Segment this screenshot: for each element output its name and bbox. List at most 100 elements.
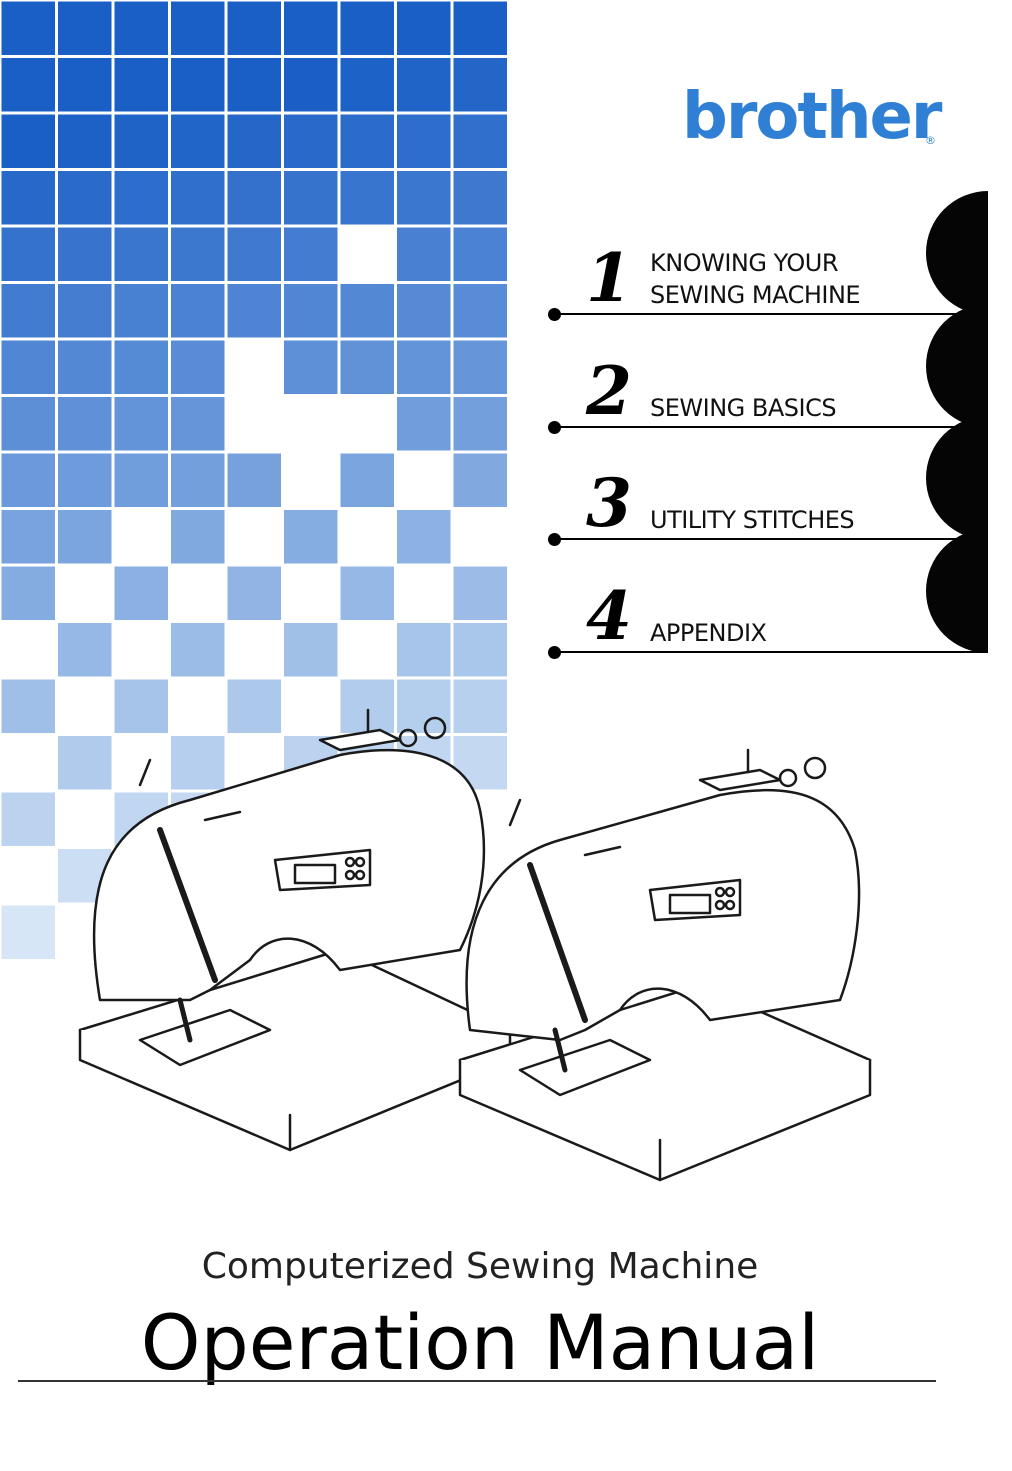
grid-tile: [227, 679, 281, 733]
grid-tile: [453, 566, 507, 620]
grid-tile: [397, 623, 451, 677]
grid-tile: [58, 58, 112, 112]
chapter-number: 1: [586, 239, 632, 317]
grid-tile: [58, 284, 112, 338]
tab-rule: [560, 651, 988, 653]
grid-tile: [1, 566, 55, 620]
grid-tile: [58, 114, 112, 168]
chapter-title: UTILITY STITCHES: [650, 504, 855, 536]
chapter-title-line: UTILITY STITCHES: [650, 506, 855, 534]
grid-tile: [114, 171, 168, 225]
grid-tile: [171, 227, 225, 281]
grid-tile: [58, 623, 112, 677]
sewing-machines-illustration: [78, 708, 872, 1182]
brother-logo: brother: [682, 80, 942, 154]
grid-tile: [114, 114, 168, 168]
grid-tile: [114, 566, 168, 620]
chapter-title-line: SEWING BASICS: [650, 394, 837, 422]
grid-tile: [171, 58, 225, 112]
grid-tile: [284, 510, 338, 564]
grid-tile: [1, 397, 55, 451]
chapter-title-line: APPENDIX: [650, 619, 767, 647]
tab-rule: [560, 426, 988, 428]
grid-tile: [397, 227, 451, 281]
chapter-number: 4: [586, 577, 632, 655]
grid-tile: [397, 397, 451, 451]
grid-tile: [58, 510, 112, 564]
grid-tile: [1, 453, 55, 507]
grid-tile: [397, 679, 451, 733]
chapter-title-line: KNOWING YOUR: [650, 249, 839, 277]
chapter-tab-3[interactable]: 3 UTILITY STITCHES: [548, 416, 988, 546]
grid-tile: [1, 905, 55, 959]
chapter-tab-2[interactable]: 2 SEWING BASICS: [548, 304, 988, 434]
grid-tile: [171, 510, 225, 564]
grid-tile: [114, 397, 168, 451]
grid-tile: [227, 1, 281, 55]
grid-tile: [284, 623, 338, 677]
grid-tile: [340, 284, 394, 338]
chapter-tab-4[interactable]: 4 APPENDIX: [548, 529, 988, 659]
grid-tile: [227, 453, 281, 507]
grid-tile: [227, 171, 281, 225]
chapter-number: 3: [586, 464, 632, 542]
grid-tile: [340, 566, 394, 620]
grid-tile: [114, 284, 168, 338]
grid-tile: [114, 679, 168, 733]
grid-tile: [1, 510, 55, 564]
grid-tile: [171, 453, 225, 507]
grid-tile: [284, 171, 338, 225]
grid-tile: [1, 114, 55, 168]
grid-tile: [171, 623, 225, 677]
tab-bullet: [548, 421, 561, 434]
grid-tile: [453, 453, 507, 507]
grid-tile: [1, 227, 55, 281]
grid-tile: [171, 340, 225, 394]
grid-tile: [397, 171, 451, 225]
registered-mark: ®: [925, 134, 936, 147]
grid-tile: [340, 1, 394, 55]
grid-tile: [397, 114, 451, 168]
grid-tile: [171, 736, 225, 790]
grid-tile: [114, 227, 168, 281]
tab-bullet: [548, 533, 561, 546]
grid-tile: [284, 114, 338, 168]
grid-tile: [340, 58, 394, 112]
grid-tile: [453, 1, 507, 55]
grid-tile: [1, 792, 55, 846]
cover-title: Operation Manual: [140, 1298, 820, 1387]
grid-tile: [453, 171, 507, 225]
grid-tile: [58, 340, 112, 394]
grid-tile: [171, 284, 225, 338]
chapter-tab-1[interactable]: 1 KNOWING YOUR SEWING MACHINE: [548, 191, 988, 321]
blue-grid-pattern: [1, 1, 507, 959]
tab-marker-1: [926, 191, 988, 315]
grid-tile: [453, 284, 507, 338]
grid-tile: [1, 679, 55, 733]
tab-bullet: [548, 308, 561, 321]
grid-tile: [453, 340, 507, 394]
grid-tile: [284, 1, 338, 55]
tab-bullet: [548, 646, 561, 659]
grid-tile: [453, 679, 507, 733]
grid-tile: [284, 227, 338, 281]
grid-tile: [114, 58, 168, 112]
tab-marker-4: [926, 529, 988, 653]
chapter-title: SEWING BASICS: [650, 392, 837, 424]
grid-tile: [453, 623, 507, 677]
chapter-title-line: SEWING MACHINE: [650, 281, 861, 309]
grid-tile: [1, 171, 55, 225]
grid-tile: [58, 1, 112, 55]
grid-tile: [284, 340, 338, 394]
grid-tile: [453, 58, 507, 112]
grid-tile: [114, 1, 168, 55]
grid-tile: [227, 227, 281, 281]
tab-rule: [560, 538, 988, 540]
grid-tile: [453, 114, 507, 168]
grid-tile: [227, 284, 281, 338]
grid-tile: [340, 171, 394, 225]
grid-tile: [1, 58, 55, 112]
grid-tile: [397, 340, 451, 394]
grid-tile: [171, 397, 225, 451]
grid-tile: [114, 340, 168, 394]
